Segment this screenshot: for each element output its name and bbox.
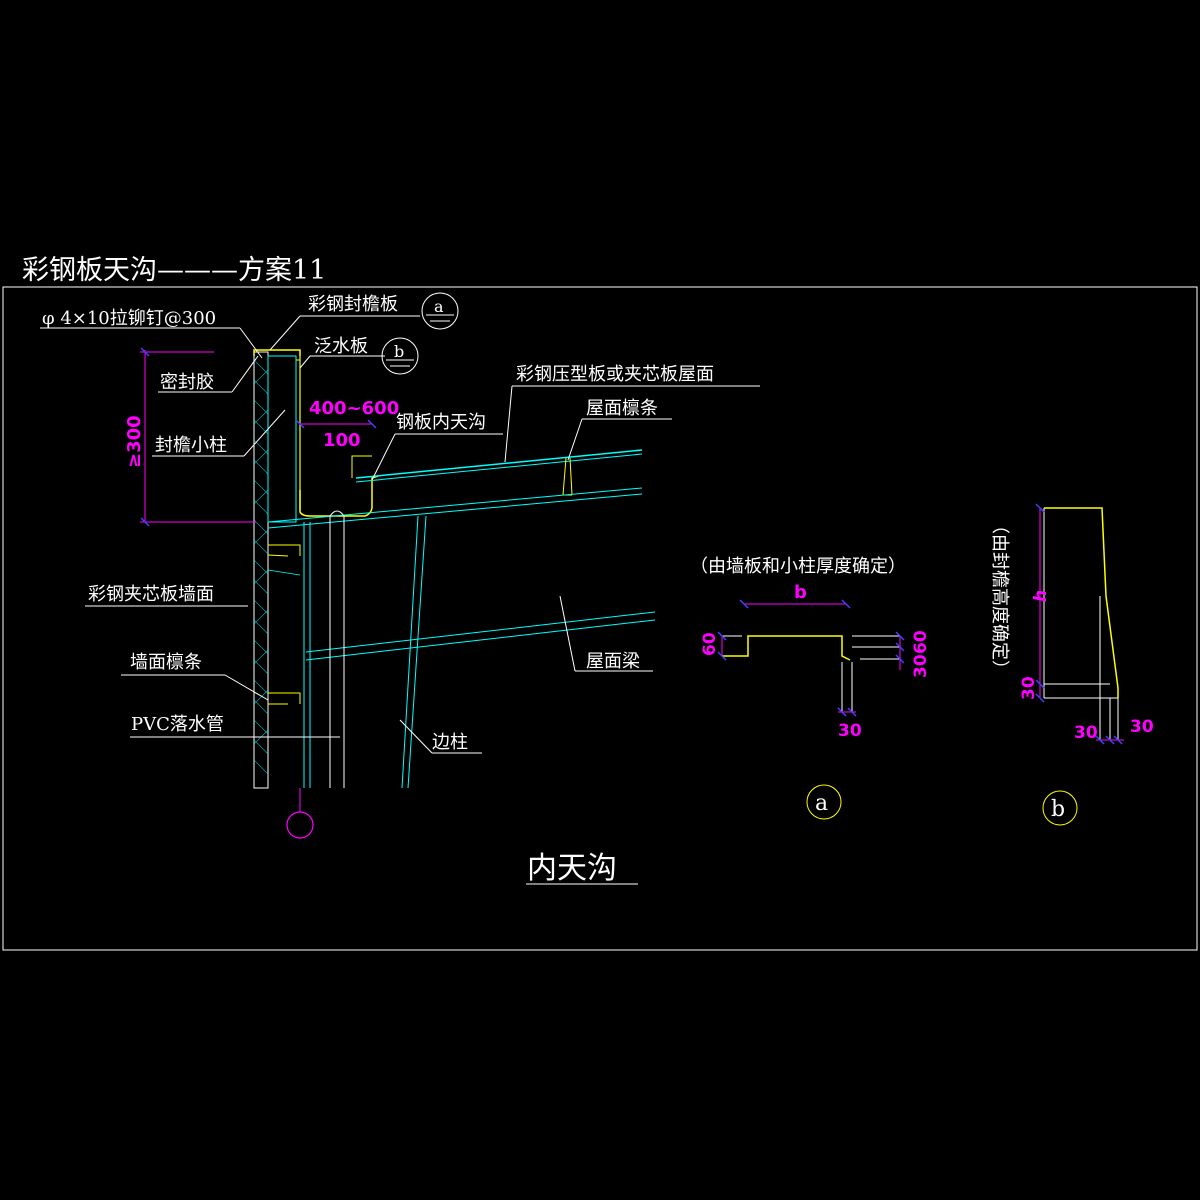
wall-purlins xyxy=(267,544,301,705)
label-roof-beam: 屋面梁 xyxy=(586,651,640,672)
roof-beam-lower xyxy=(305,611,656,653)
detail-b-note: （由封檐高度确定） xyxy=(989,516,1010,678)
label-rivet: φ 4×10拉铆钉@300 xyxy=(42,308,216,329)
side-column-slant xyxy=(401,515,419,789)
dim-ticks xyxy=(140,347,1123,745)
marker-b: b xyxy=(381,337,419,375)
detail-b-profile xyxy=(1044,507,1119,698)
leader-lines xyxy=(40,315,760,754)
wall-panel xyxy=(253,351,269,789)
detail-a-dims xyxy=(721,603,901,713)
detail-b-marker-label: b xyxy=(1051,797,1065,822)
dim-depth-label: 100 xyxy=(323,430,361,451)
label-sealant: 密封胶 xyxy=(160,372,214,393)
detail-a-left: 60 xyxy=(700,632,720,656)
detail-a-bottom: 30 xyxy=(838,721,862,741)
detail-a-profile xyxy=(722,635,851,661)
drawing-frame xyxy=(2,286,1198,951)
inner-gutter xyxy=(299,475,379,517)
label-flashing: 泛水板 xyxy=(314,336,368,357)
downpipe-circle xyxy=(286,811,314,839)
detail-b-h: h xyxy=(1031,590,1051,602)
roof-beam-top xyxy=(267,487,643,523)
label-side-column: 边柱 xyxy=(432,732,468,753)
label-roof-panel: 彩钢压型板或夹芯板屋面 xyxy=(516,364,714,385)
detail-a-b: b xyxy=(794,582,807,603)
gutter-lip xyxy=(351,455,372,478)
dim-min-height-label: ≥300 xyxy=(124,415,145,468)
eave-cap-plate xyxy=(253,349,301,356)
label-eave-post: 封檐小柱 xyxy=(155,435,227,456)
detail-b-marker: b xyxy=(1042,790,1078,826)
label-wall-panel: 彩钢夹芯板墙面 xyxy=(88,584,214,605)
pvc-downpipe xyxy=(329,510,345,788)
roof-purlin xyxy=(562,457,573,496)
label-inner-gutter: 钢板内天沟 xyxy=(396,412,486,433)
eave-post xyxy=(267,355,297,523)
detail-b-dims xyxy=(1039,508,1124,741)
caption: 内天沟 xyxy=(527,851,617,886)
dim-width-label: 400~600 xyxy=(309,398,399,419)
detail-a-marker-label: a xyxy=(815,791,828,816)
label-eave-plate: 彩钢封檐板 xyxy=(308,294,398,315)
detail-b-bottom-2: 30 xyxy=(1130,717,1154,737)
label-roof-purlin: 屋面檩条 xyxy=(586,398,658,419)
detail-a-marker: a xyxy=(806,784,842,820)
drawing-title: 彩钢板天沟———方案11 xyxy=(22,255,326,286)
label-wall-purlin: 墙面檩条 xyxy=(130,652,202,673)
label-pvc-pipe: PVC落水管 xyxy=(131,714,224,735)
marker-b-label: b xyxy=(394,342,404,361)
detail-b-bottom-1: 30 xyxy=(1074,723,1098,743)
detail-a-right-1: 30 xyxy=(911,654,931,678)
marker-a: a xyxy=(421,292,459,330)
marker-a-label: a xyxy=(434,297,444,316)
roof-panel xyxy=(355,449,643,479)
dim-min-height xyxy=(140,350,256,523)
detail-b-base: 30 xyxy=(1019,676,1039,700)
detail-a-right-2: 60 xyxy=(911,630,931,654)
detail-a-note: （由墙板和小柱厚度确定） xyxy=(690,556,906,577)
